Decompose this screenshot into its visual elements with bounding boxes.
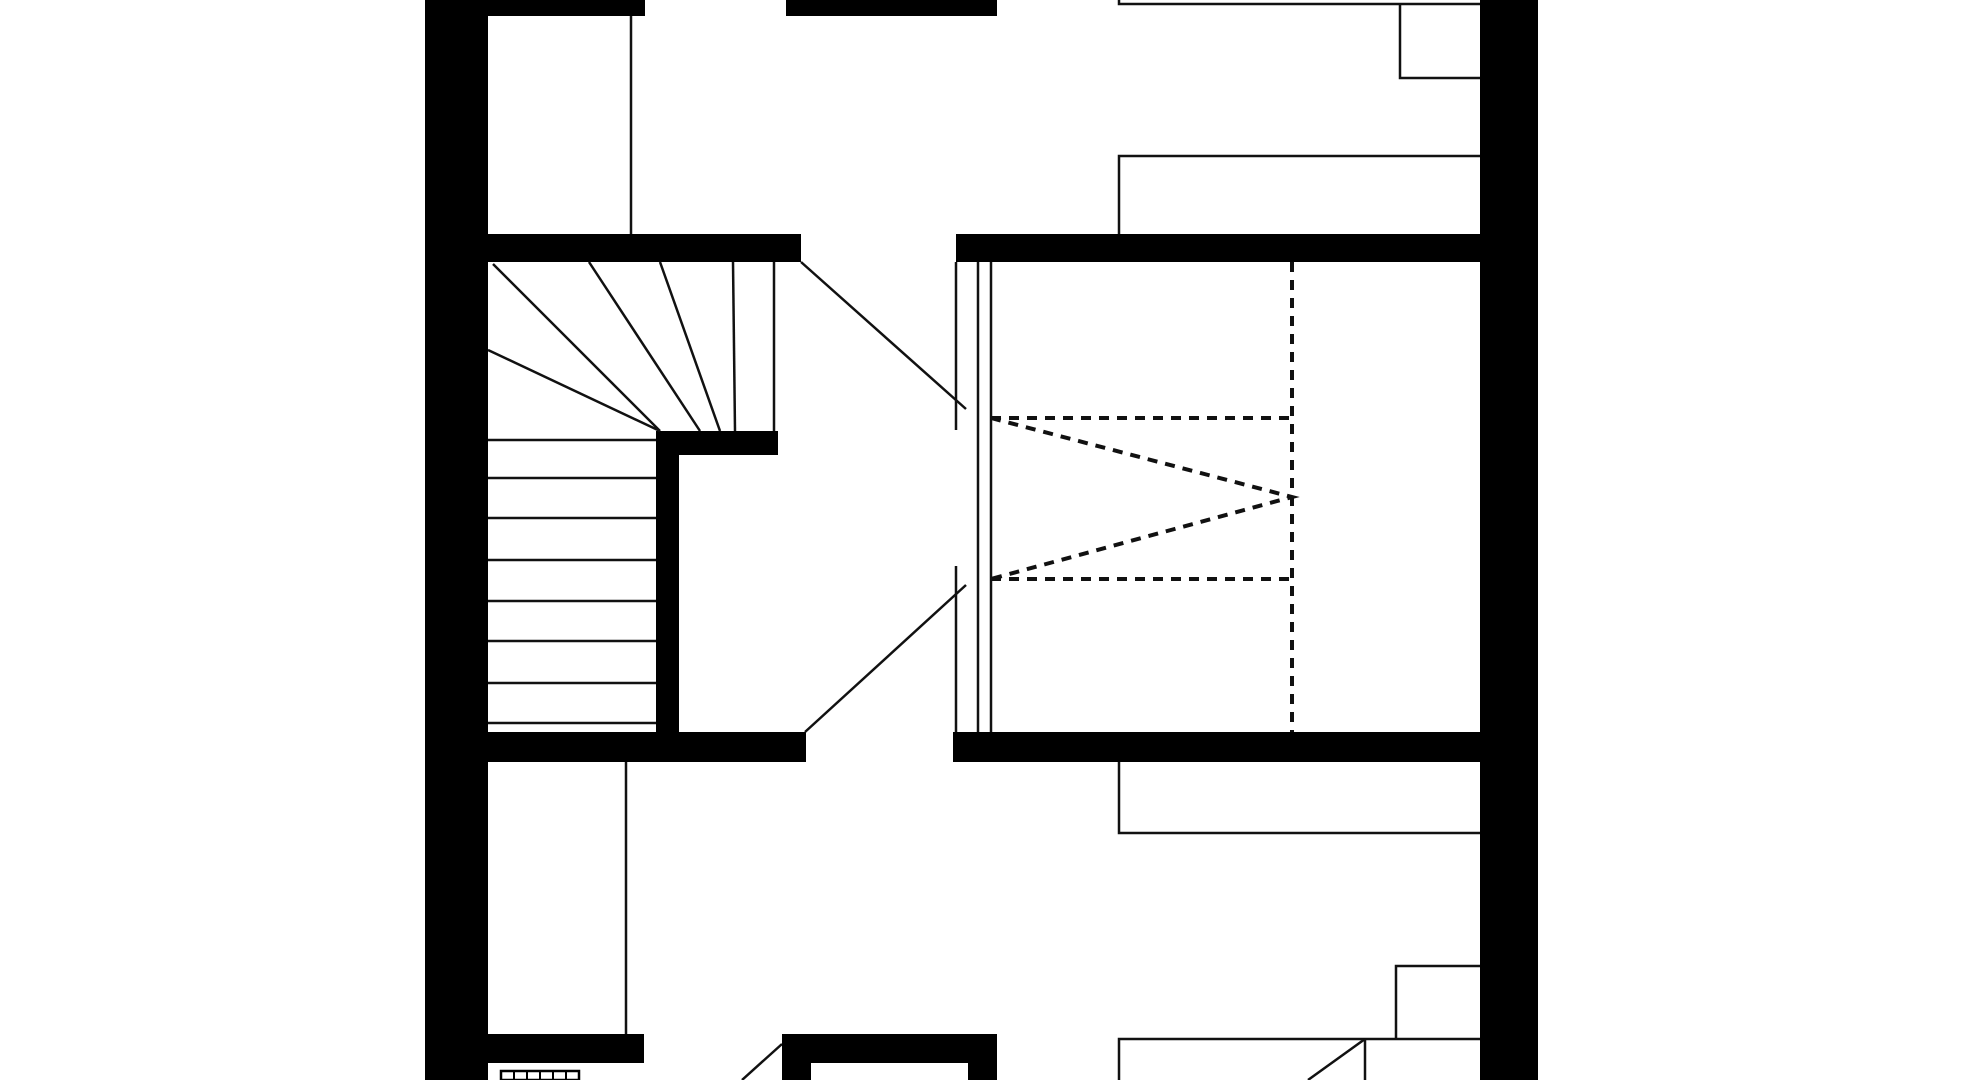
left-exterior-wall [425, 0, 488, 1080]
chimney [782, 1034, 997, 1080]
lower-wall-left [488, 732, 806, 762]
top-right-box [1398, 4, 1480, 80]
winder-line [487, 348, 661, 433]
radiator-icon [499, 1069, 581, 1080]
staircase [487, 261, 776, 725]
cabinet-door-swing [1307, 1037, 1366, 1080]
winder-line [731, 261, 737, 432]
door-swing-bottom [741, 1043, 783, 1080]
closet-overhead-dashed [990, 262, 1300, 732]
interior-walls [488, 234, 1480, 1063]
winder-line [492, 263, 661, 432]
top-cabinet [1117, 0, 1480, 6]
winder-line [587, 261, 702, 432]
exterior-walls [425, 0, 1538, 1080]
upper-wall-left [488, 234, 801, 262]
stair-treads [488, 438, 656, 725]
top-room-fixtures [629, 0, 1480, 234]
dashed-chevron [990, 416, 1300, 581]
door-swing-upper [800, 261, 967, 410]
stair-landing-wall [656, 431, 778, 455]
closet-doors [800, 261, 993, 733]
bottom-counter [1117, 762, 1480, 835]
top-counter [1117, 154, 1480, 234]
lower-wall-right [953, 732, 1480, 762]
top-wall-left [425, 0, 645, 16]
winder-line [658, 261, 722, 432]
bottom-wall-left [488, 1034, 644, 1063]
right-exterior-wall [1480, 0, 1538, 1080]
bottom-room-fixtures [499, 762, 1480, 1080]
top-wall-middle [786, 0, 997, 16]
stair-inner-wall [656, 431, 679, 732]
bottom-cabinet [1117, 1037, 1480, 1080]
door-swing-lower [804, 584, 967, 733]
bottom-right-box [1394, 964, 1480, 1039]
upper-wall-right [956, 234, 1480, 262]
